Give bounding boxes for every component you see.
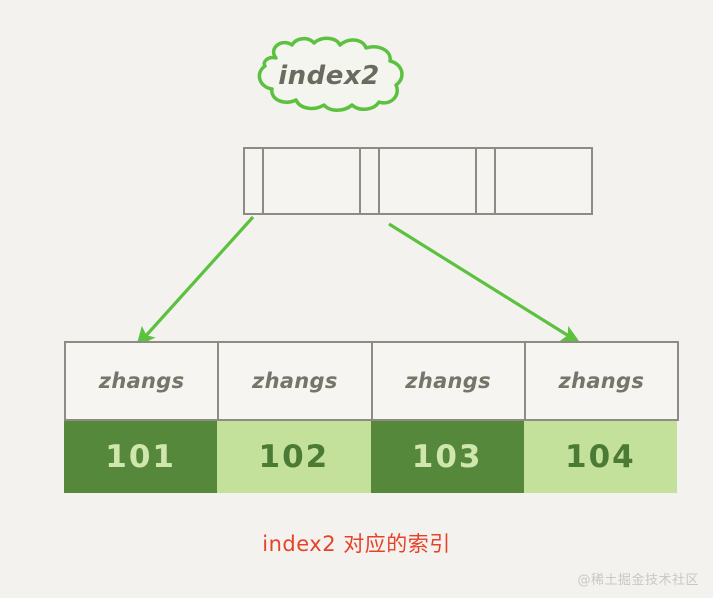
leaf-name-cell: zhangs — [523, 341, 679, 421]
root-cell-pointer-3 — [475, 147, 496, 215]
arrow-right — [388, 222, 581, 344]
diagram-caption: index2 对应的索引 — [262, 532, 451, 556]
leaf-id-cell: 104 — [523, 421, 677, 493]
leaf-id-cell: 102 — [217, 421, 371, 493]
leaf-name-row: zhangs zhangs zhangs zhangs — [64, 341, 679, 421]
leaf-name-cell: zhangs — [370, 341, 526, 421]
leaf-name-cell: zhangs — [217, 341, 373, 421]
leaf-table: zhangs zhangs zhangs zhangs 101 102 103 … — [64, 341, 679, 493]
index2-cloud-label: index2 — [248, 36, 410, 112]
root-cell-pointer-1 — [243, 147, 264, 215]
leaf-id-cell: 101 — [64, 421, 218, 493]
cloud-label-text: index2 — [278, 61, 380, 91]
leaf-id-row: 101 102 103 104 — [64, 421, 677, 493]
leaf-name-cell: zhangs — [64, 341, 220, 421]
cloud-shape-icon — [257, 36, 404, 112]
root-node — [243, 147, 593, 215]
root-cell-key-2 — [378, 147, 477, 215]
arrow-left — [136, 215, 255, 347]
leaf-id-cell: 103 — [370, 421, 524, 493]
root-cell-key-1 — [262, 147, 361, 215]
watermark: @稀土掘金技术社区 — [577, 573, 699, 588]
root-cell-key-3 — [494, 147, 593, 215]
root-cell-pointer-2 — [359, 147, 380, 215]
